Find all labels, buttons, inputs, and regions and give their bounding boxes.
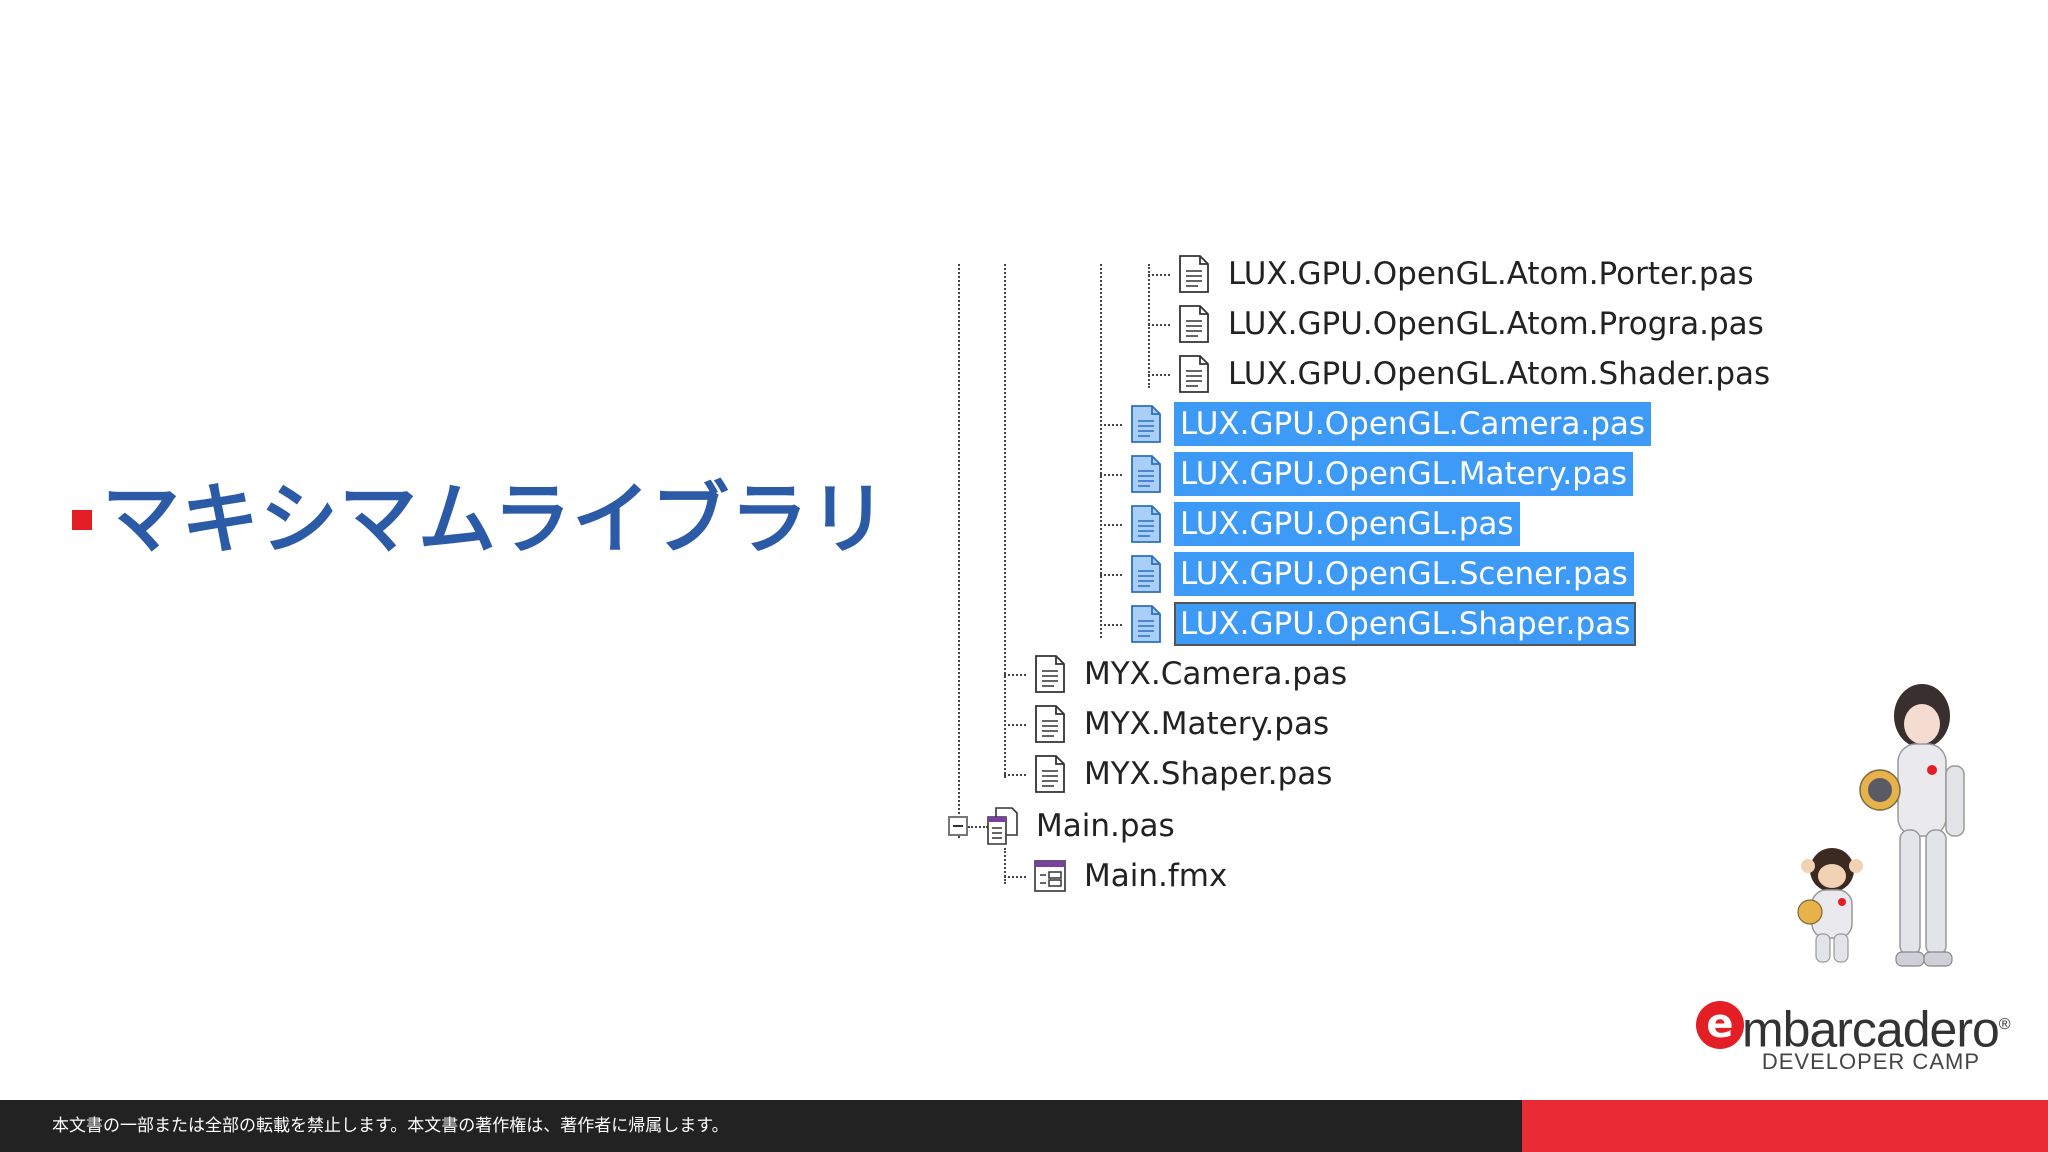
tree-item-myx-shaper[interactable]: MYX.Shaper.pas (1034, 752, 1338, 796)
tree-item-lux-gpu-opengl-camera[interactable]: LUX.GPU.OpenGL.Camera.pas (1130, 402, 1652, 446)
tree-guide-line (1004, 848, 1006, 884)
tree-item-lux-gpu-opengl-scener[interactable]: LUX.GPU.OpenGL.Scener.pas (1130, 552, 1634, 596)
tree-item-label: LUX.GPU.OpenGL.Atom.Shader.pas (1228, 356, 1771, 392)
tree-item-label: LUX.GPU.OpenGL.Scener.pas (1174, 552, 1634, 596)
tree-connector (1148, 274, 1170, 276)
embarcadero-logo: e mbarcadero® DEVELOPER CAMP (1690, 995, 2011, 1075)
logo-wordmark-text: mbarcadero (1742, 1001, 2000, 1058)
tree-item-label: LUX.GPU.OpenGL.pas (1174, 502, 1520, 546)
tree-item-myx-matery[interactable]: MYX.Matery.pas (1034, 702, 1335, 746)
tree-item-label: LUX.GPU.OpenGL.Shaper.pas (1174, 602, 1637, 646)
tree-connector (1004, 774, 1026, 776)
tree-connector (1148, 374, 1170, 376)
tree-item-lux-gpu-opengl-atom-porter[interactable]: LUX.GPU.OpenGL.Atom.Porter.pas (1178, 252, 1760, 296)
tree-guide-line (1148, 264, 1150, 388)
pas-file-icon (1035, 755, 1065, 793)
slide-title-area: マキシマムライブラリ (72, 470, 888, 570)
tree-item-label: MYX.Matery.pas (1084, 706, 1330, 742)
title-bullet (72, 510, 92, 530)
pas-file-icon (1131, 405, 1161, 443)
tree-guide-line (1100, 264, 1102, 638)
slide-title: マキシマムライブラリ (102, 475, 889, 565)
tree-connector (1004, 876, 1026, 878)
tree-connector (1100, 424, 1122, 426)
pas-file-icon (1179, 255, 1209, 293)
collapse-toggle-main-pas[interactable] (948, 816, 968, 836)
tree-item-main-pas[interactable]: Main.pas (986, 804, 1181, 848)
tree-item-lux-gpu-opengl-atom-shader[interactable]: LUX.GPU.OpenGL.Atom.Shader.pas (1178, 352, 1776, 396)
tree-item-main-fmx[interactable]: Main.fmx (1034, 854, 1233, 898)
tree-item-lux-gpu-opengl-shaper[interactable]: LUX.GPU.OpenGL.Shaper.pas (1130, 602, 1637, 646)
tree-item-label: MYX.Camera.pas (1084, 656, 1348, 692)
tree-connector (1100, 624, 1122, 626)
tree-item-myx-camera[interactable]: MYX.Camera.pas (1034, 652, 1353, 696)
pas-file-icon (1131, 605, 1161, 643)
tree-item-lux-gpu-opengl[interactable]: LUX.GPU.OpenGL.pas (1130, 502, 1520, 546)
tree-connector (1004, 674, 1026, 676)
form-unit-icon (987, 807, 1018, 845)
tree-guide-line (1004, 264, 1006, 778)
fmx-form-icon (1034, 860, 1066, 892)
mascot-illustration (1797, 684, 1965, 967)
pas-file-icon (1179, 355, 1209, 393)
tree-item-label: LUX.GPU.OpenGL.Atom.Progra.pas (1228, 306, 1764, 342)
tree-connector (1148, 324, 1170, 326)
tree-item-label: Main.pas (1036, 808, 1175, 844)
logo-subtitle: DEVELOPER CAMP (1761, 1049, 1980, 1074)
pas-file-icon (1131, 555, 1161, 593)
footer-accent (1522, 1100, 2048, 1152)
tree-guide-line (958, 264, 960, 838)
registered-mark: ® (1998, 1016, 2011, 1033)
logo-e-mark: e (1696, 1001, 1744, 1049)
tree-item-label: Main.fmx (1084, 858, 1228, 894)
tree-connector (1100, 574, 1122, 576)
pas-file-icon (1035, 705, 1065, 743)
tree-item-lux-gpu-opengl-atom-progra[interactable]: LUX.GPU.OpenGL.Atom.Progra.pas (1178, 302, 1770, 346)
tree-item-lux-gpu-opengl-matery[interactable]: LUX.GPU.OpenGL.Matery.pas (1130, 452, 1634, 496)
footer-bar: 本文書の一部または全部の転載を禁止します。本文書の著作権は、著作者に帰属します。 (0, 1100, 2048, 1152)
pas-file-icon (1179, 305, 1209, 343)
copyright-notice: 本文書の一部または全部の転載を禁止します。本文書の著作権は、著作者に帰属します。 (52, 1116, 729, 1136)
tree-item-label: LUX.GPU.OpenGL.Camera.pas (1174, 402, 1652, 446)
logo-wordmark: mbarcadero® (1742, 995, 2011, 1060)
tree-connector (1004, 724, 1026, 726)
tree-item-label: MYX.Shaper.pas (1084, 756, 1333, 792)
tree-connector (1100, 524, 1122, 526)
tree-item-label: LUX.GPU.OpenGL.Matery.pas (1174, 452, 1634, 496)
pas-file-icon (1035, 655, 1065, 693)
pas-file-icon (1131, 505, 1161, 543)
pas-file-icon (1131, 455, 1161, 493)
tree-item-label: LUX.GPU.OpenGL.Atom.Porter.pas (1228, 256, 1754, 292)
project-tree[interactable]: LUX.GPU.OpenGL.Atom.Porter.pas LUX.GPU.O… (930, 250, 1910, 910)
tree-connector (968, 826, 988, 828)
tree-connector (1100, 474, 1122, 476)
